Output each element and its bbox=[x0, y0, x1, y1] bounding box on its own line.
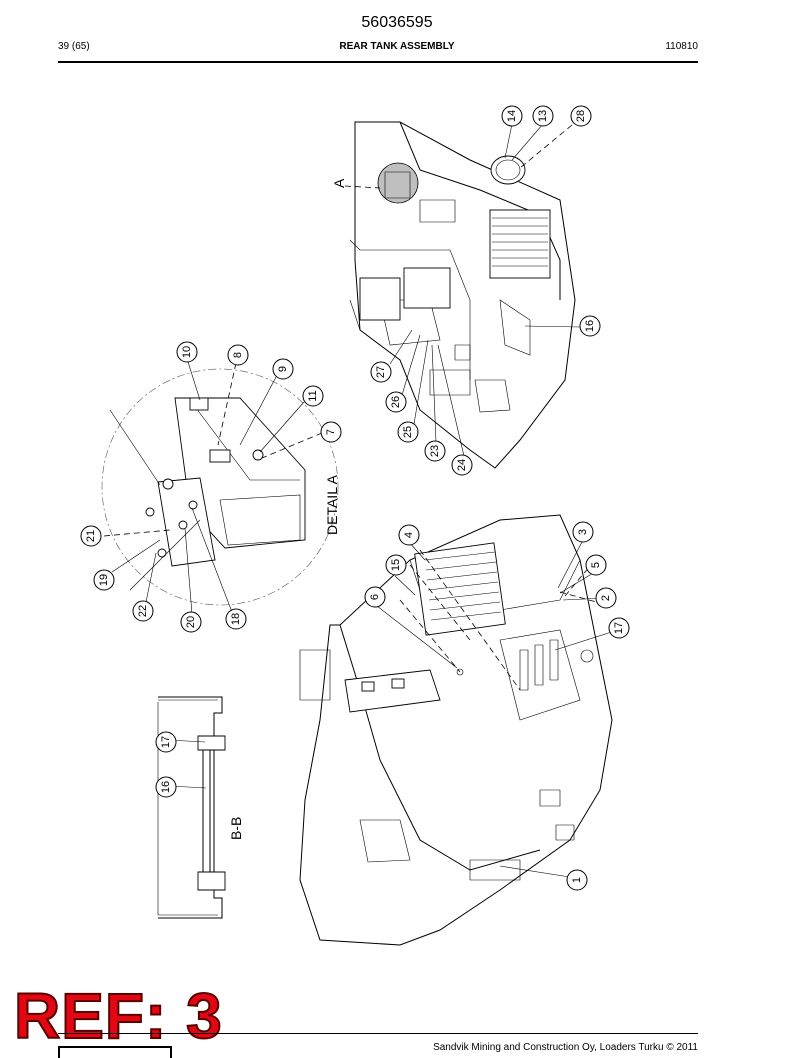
callout-number: 7 bbox=[325, 429, 337, 435]
callout-balloon: 27 bbox=[370, 361, 392, 383]
callout-number: 2 bbox=[600, 595, 612, 601]
callout-balloon: 2 bbox=[595, 587, 617, 609]
callout-balloon: 8 bbox=[227, 344, 249, 366]
view-a-label: A bbox=[331, 178, 347, 188]
callout-number: 19 bbox=[98, 574, 110, 586]
callout-balloon: 23 bbox=[424, 440, 446, 462]
callout-balloon: 14 bbox=[501, 105, 523, 127]
callouts: 1234567891011131415161617171819202122232… bbox=[80, 105, 630, 891]
callout-balloon: 5 bbox=[585, 554, 607, 576]
document-number: 56036595 bbox=[361, 14, 433, 31]
callout-number: 6 bbox=[369, 594, 381, 600]
detail-a-label: DETAIL A bbox=[324, 474, 340, 535]
callout-balloon: 17 bbox=[608, 617, 630, 639]
callout-number: 23 bbox=[429, 445, 441, 457]
callout-balloon: 16 bbox=[579, 315, 601, 337]
detail-a-view bbox=[101, 368, 339, 606]
callout-number: 17 bbox=[160, 736, 172, 748]
page-count: 39 (65) bbox=[58, 41, 90, 52]
callout-number: 27 bbox=[375, 366, 387, 378]
callout-number: 22 bbox=[137, 605, 149, 617]
callout-number: 8 bbox=[232, 352, 244, 358]
callout-number: 1 bbox=[571, 877, 583, 883]
callout-number: 21 bbox=[85, 530, 97, 542]
callout-balloon: 22 bbox=[132, 600, 154, 622]
callout-balloon: 11 bbox=[302, 385, 324, 407]
page-title: REAR TANK ASSEMBLY bbox=[339, 41, 455, 52]
callout-balloon: 16 bbox=[155, 776, 177, 798]
callout-number: 20 bbox=[185, 616, 197, 628]
callout-balloon: 15 bbox=[385, 554, 407, 576]
callout-balloon: 10 bbox=[176, 341, 198, 363]
callout-balloon: 13 bbox=[532, 105, 554, 127]
callout-number: 15 bbox=[390, 559, 402, 571]
document-date: 110810 bbox=[665, 41, 698, 52]
header-divider bbox=[58, 61, 698, 63]
callout-balloon: 3 bbox=[572, 521, 594, 543]
callout-balloon: 20 bbox=[180, 611, 202, 633]
callout-balloon: 24 bbox=[451, 454, 473, 476]
leader-lines bbox=[103, 123, 619, 879]
callout-number: 10 bbox=[181, 346, 193, 358]
callout-number: 17 bbox=[613, 622, 625, 634]
callout-balloon: 7 bbox=[320, 421, 342, 443]
upper-iso-view bbox=[344, 121, 576, 469]
footer-divider bbox=[58, 1033, 698, 1034]
callout-number: 9 bbox=[277, 366, 289, 372]
callout-number: 13 bbox=[537, 110, 549, 122]
ref-stamp: REF: 3 bbox=[13, 980, 223, 1052]
callout-number: 14 bbox=[506, 110, 518, 122]
callout-balloon: 18 bbox=[225, 608, 247, 630]
callout-balloon: 6 bbox=[364, 586, 386, 608]
company-logo bbox=[58, 1046, 172, 1058]
callout-number: 11 bbox=[307, 390, 319, 401]
section-b-b-view bbox=[157, 696, 226, 919]
callout-number: 24 bbox=[456, 459, 468, 471]
callout-number: 5 bbox=[590, 562, 602, 568]
callout-balloon: 1 bbox=[566, 869, 588, 891]
lower-iso-view bbox=[299, 514, 613, 946]
section-b-b-label: B-B bbox=[228, 817, 244, 840]
callout-number: 16 bbox=[160, 781, 172, 793]
callout-number: 28 bbox=[575, 110, 587, 122]
callout-balloon: 4 bbox=[398, 524, 420, 546]
callout-balloon: 21 bbox=[80, 525, 102, 547]
callout-balloon: 19 bbox=[93, 569, 115, 591]
callout-balloon: 17 bbox=[155, 731, 177, 753]
callout-balloon: 25 bbox=[397, 421, 419, 443]
callout-number: 16 bbox=[584, 320, 596, 332]
callout-number: 18 bbox=[230, 613, 242, 625]
callout-number: 26 bbox=[390, 396, 402, 408]
callout-number: 25 bbox=[402, 426, 414, 438]
callout-balloon: 26 bbox=[385, 391, 407, 413]
callout-number: 3 bbox=[577, 529, 589, 535]
footer-copyright: Sandvik Mining and Construction Oy, Load… bbox=[433, 1042, 698, 1053]
callout-balloon: 9 bbox=[272, 358, 294, 380]
callout-number: 4 bbox=[403, 532, 415, 538]
callout-balloon: 28 bbox=[570, 105, 592, 127]
